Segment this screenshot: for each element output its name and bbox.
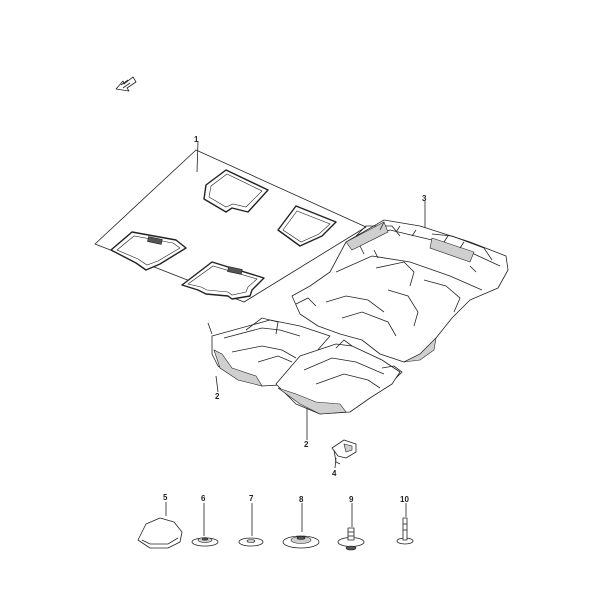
retainer-clip xyxy=(331,439,357,465)
callout-3: 3 xyxy=(422,194,427,203)
callout-6: 6 xyxy=(201,494,206,503)
callout-2-left: 2 xyxy=(215,392,220,401)
front-floor-carpet xyxy=(207,317,403,415)
callout-2-right: 2 xyxy=(304,440,309,449)
callout-7: 7 xyxy=(249,494,254,503)
grommet-6 xyxy=(191,537,219,547)
callout-8: 8 xyxy=(299,495,304,504)
plug-cap xyxy=(137,517,183,549)
callout-1: 1 xyxy=(194,135,199,144)
callout-5: 5 xyxy=(163,493,168,502)
grommet-8 xyxy=(282,535,320,549)
callout-labels: 1 2 2 3 4 5 6 7 8 9 10 xyxy=(163,135,427,504)
pin-clip-10 xyxy=(396,517,414,545)
fastener-9 xyxy=(337,527,365,551)
callout-4: 4 xyxy=(332,469,337,478)
front-direction-arrow-icon xyxy=(115,76,137,92)
callout-9: 9 xyxy=(349,495,354,504)
leader-lines xyxy=(165,140,426,536)
main-floor-carpet xyxy=(291,219,509,363)
floor-mat-set xyxy=(94,149,367,303)
callout-10: 10 xyxy=(400,495,409,504)
washer-7 xyxy=(238,537,264,547)
